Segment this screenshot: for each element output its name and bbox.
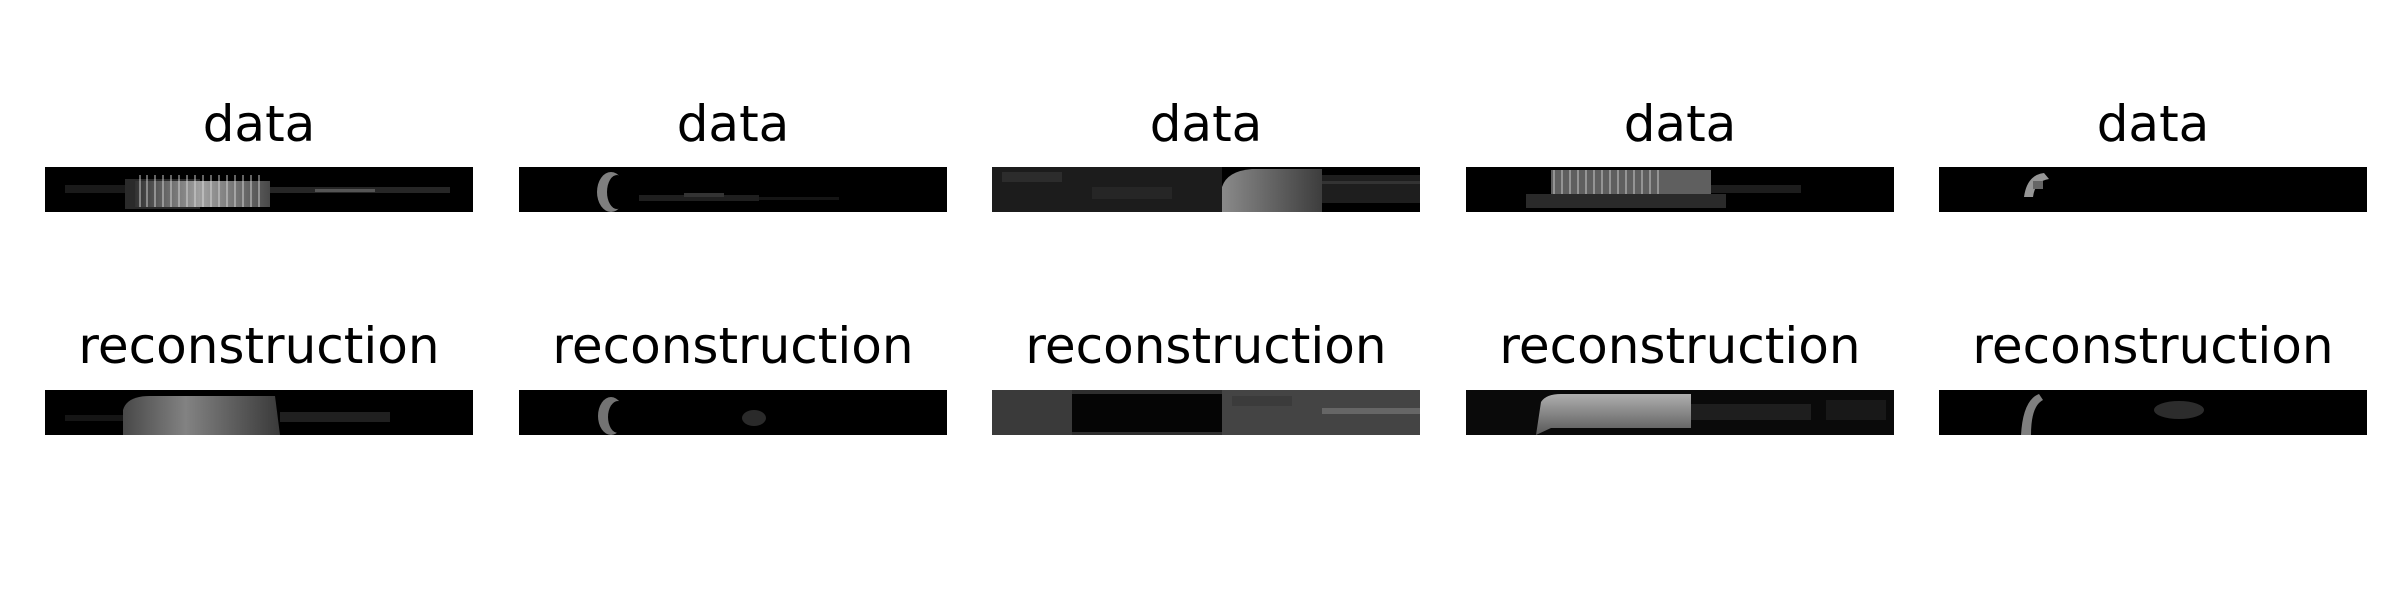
panel-title-data-2: data	[676, 95, 790, 153]
data-image-3	[992, 167, 1420, 212]
reconstruction-image-5	[1939, 390, 2367, 435]
reconstruction-image-2	[519, 390, 947, 435]
panel-title-reconstruction-4: reconstruction	[1499, 317, 1861, 375]
panel-title-reconstruction-5: reconstruction	[1972, 317, 2334, 375]
panel-title-reconstruction-3: reconstruction	[1025, 317, 1387, 375]
panel-title-reconstruction-2: reconstruction	[552, 317, 914, 375]
reconstruction-image-4	[1466, 390, 1894, 435]
panel-title-data-4: data	[1623, 95, 1737, 153]
data-image-4	[1466, 167, 1894, 212]
panel-title-reconstruction-1: reconstruction	[78, 317, 440, 375]
panel-title-data-3: data	[1149, 95, 1263, 153]
reconstruction-image-1	[45, 390, 473, 435]
data-image-5	[1939, 167, 2367, 212]
panel-title-data-1: data	[202, 95, 316, 153]
data-image-2	[519, 167, 947, 212]
reconstruction-image-3	[992, 390, 1420, 435]
panel-title-data-5: data	[2096, 95, 2210, 153]
data-image-1	[45, 167, 473, 212]
